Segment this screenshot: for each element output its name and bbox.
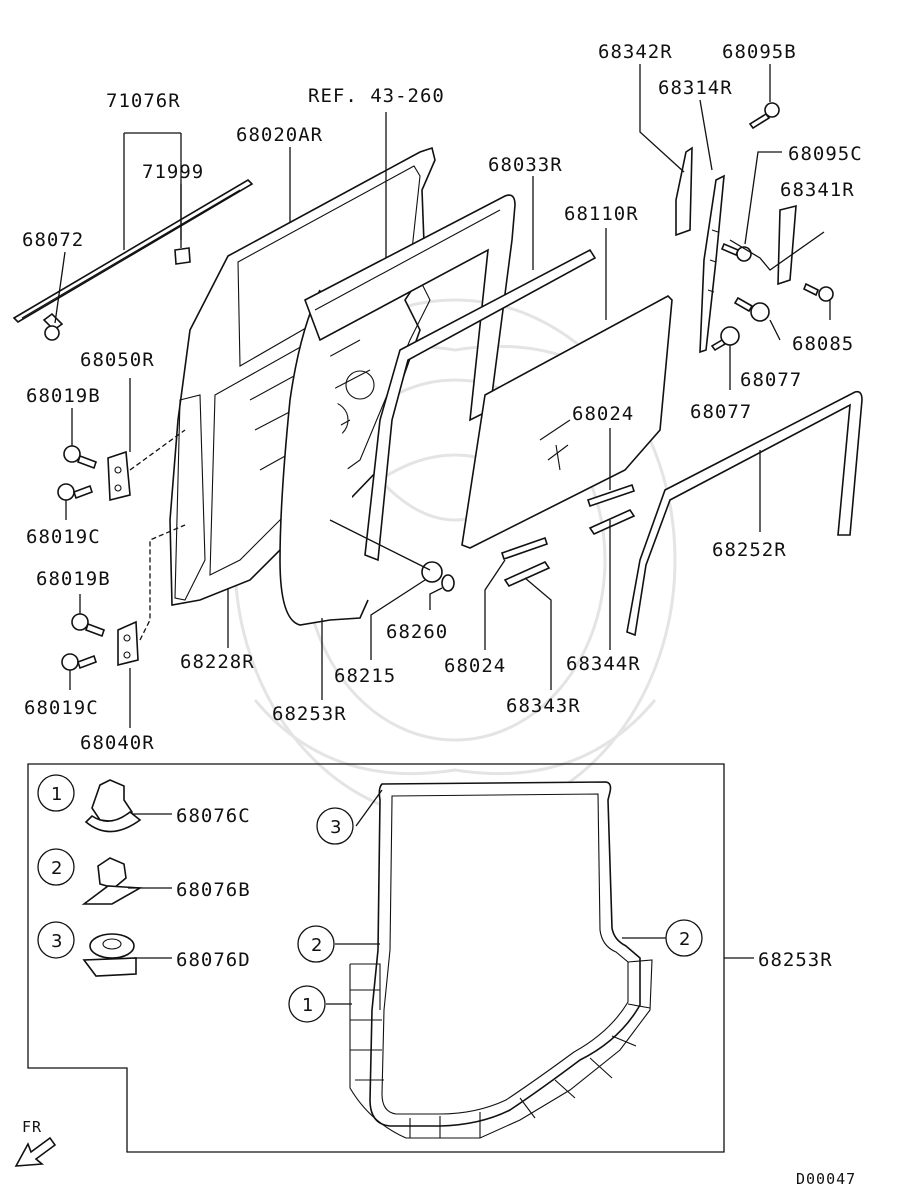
window-frame: [364, 248, 597, 562]
inset-circle-2a: [297, 925, 335, 963]
label-68110R: 68110R: [564, 203, 639, 225]
diagram-code: D00047: [796, 1170, 856, 1187]
clip-68076C-shape: [91, 779, 134, 823]
leader-68314R: [699, 99, 713, 171]
leader-68095C: [744, 151, 782, 245]
hinge-dash-lines: [129, 429, 186, 641]
leader-68341R: [729, 231, 825, 271]
inset-circle-2b: [665, 919, 703, 957]
label-68024-a: 68024: [572, 403, 634, 425]
clip-68076C-base: [84, 810, 142, 833]
label-68076D: 68076D: [176, 949, 251, 971]
label-68019C-b: 68019C: [24, 697, 99, 719]
label-68076C: 68076C: [176, 805, 251, 827]
label-68019C-a: 68019C: [26, 526, 101, 548]
outer-weatherstrip: [626, 390, 863, 637]
label-68343R: 68343R: [506, 695, 581, 717]
label-68252R: 68252R: [712, 539, 787, 561]
inset-circle-1: [288, 985, 326, 1023]
rear-channel-parts: [675, 102, 834, 354]
legend-num-1: 1: [51, 784, 62, 805]
main-labels: 71076R REF. 43-260 68020AR 71999 68072 6…: [22, 41, 863, 754]
leader-68085: [769, 319, 781, 341]
label-68228R: 68228R: [180, 651, 255, 673]
glass-run-channel: [304, 194, 516, 422]
inset-frame: [27, 763, 725, 1153]
label-68077-a: 68077: [740, 369, 802, 391]
inner-seal: [279, 289, 369, 626]
inset-num-3: 3: [330, 817, 341, 838]
inset-num-2b: 2: [679, 929, 690, 950]
front-direction-indicator: FR: [14, 1118, 57, 1167]
leader-68342R: [639, 64, 685, 173]
clip-legend: 1 68076C 2 68076B 3 68076D: [37, 774, 251, 977]
inset-circle-3: [316, 807, 354, 845]
label-68019B-b: 68019B: [36, 568, 111, 590]
leader-71076R: [123, 132, 182, 250]
hinges-and-bolts: [57, 445, 139, 671]
leader-plug-seal: [329, 519, 431, 571]
leader-68072: [54, 251, 66, 324]
clip-68076D-base: [82, 957, 137, 977]
legend-circle-1: [37, 774, 75, 812]
door-glass: [461, 295, 673, 549]
label-68019B-a: 68019B: [26, 385, 101, 407]
clip-68076B-base: [81, 885, 143, 905]
fr-label: FR: [22, 1118, 42, 1136]
label-68072: 68072: [22, 229, 84, 251]
inset-weatherstrip: [349, 781, 653, 1139]
label-68215: 68215: [334, 665, 396, 687]
label-68253R: 68253R: [272, 703, 347, 725]
inset-callouts: 3 2 2 1 68253R: [288, 789, 833, 1023]
label-68344R: 68344R: [566, 653, 641, 675]
plugs: [421, 561, 455, 592]
clip-68076D-body: [89, 933, 135, 959]
label-68095B: 68095B: [722, 41, 797, 63]
inset-num-1: 1: [302, 995, 313, 1016]
belt-moulding: [12, 178, 254, 341]
leader-inset-3: [355, 789, 383, 827]
label-71999: 71999: [142, 161, 204, 183]
label-68342R: 68342R: [598, 41, 673, 63]
label-68314R: 68314R: [658, 77, 733, 99]
label-71076R: 71076R: [106, 90, 181, 112]
clip-68076B-shape: [97, 857, 127, 889]
label-68020AR: 68020AR: [236, 124, 323, 146]
legend-circle-3: [37, 921, 75, 959]
leader-68343R: [524, 577, 552, 690]
leader-68024b: [484, 559, 506, 650]
leader-68215: [370, 579, 426, 660]
label-68085: 68085: [792, 333, 854, 355]
label-68050R: 68050R: [80, 349, 155, 371]
label-68341R: 68341R: [780, 179, 855, 201]
glass-holders: [500, 483, 636, 588]
fr-arrow-icon: [14, 1136, 57, 1167]
label-68253R-inset: 68253R: [758, 949, 833, 971]
label-68076B: 68076B: [176, 879, 251, 901]
label-68095C: 68095C: [788, 143, 863, 165]
legend-num-3: 3: [51, 931, 62, 952]
label-68040R: 68040R: [80, 732, 155, 754]
label-68024-b: 68024: [444, 655, 506, 677]
label-68077-b: 68077: [690, 401, 752, 423]
clip-68076D-hole: [102, 938, 122, 950]
inset-num-2a: 2: [311, 935, 322, 956]
label-ref: REF. 43-260: [308, 85, 445, 107]
leader-68260: [429, 587, 443, 610]
legend-num-2: 2: [51, 858, 62, 879]
label-68033R: 68033R: [488, 154, 563, 176]
label-68260: 68260: [386, 621, 448, 643]
legend-circle-2: [37, 848, 75, 886]
